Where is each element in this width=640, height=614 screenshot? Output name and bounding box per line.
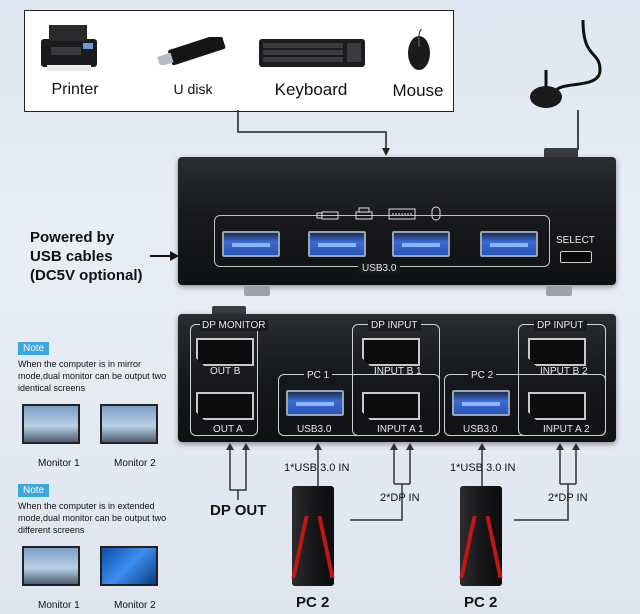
dp-out-label: DP OUT <box>210 502 267 519</box>
dp-port-input-a2[interactable] <box>528 392 586 420</box>
note-tag: Note <box>18 342 50 355</box>
power-note: Powered by USB cables (DC5V optional) <box>30 228 143 285</box>
device-label-keyboard: Keyboard <box>274 80 348 99</box>
usb30-label-pc1: USB3.0 <box>294 424 335 435</box>
usb-drive-icon <box>157 37 226 65</box>
pc1-label: PC 1 <box>304 370 333 381</box>
pc-label: PC 2 <box>296 594 330 611</box>
device-label-mouse: Mouse <box>392 81 444 100</box>
select-port[interactable] <box>560 251 592 263</box>
input-a2-label: INPUT A 2 <box>540 424 593 435</box>
monitor-image <box>22 546 80 586</box>
dp-port-input-a1[interactable] <box>362 392 420 420</box>
power-note-line: Powered by <box>30 229 115 246</box>
note-text: When the computer is in mirror mode,dual… <box>18 359 167 393</box>
kvm-back-panel: DP MONITOR OUT B OUT A PC 1 USB3.0 DP IN… <box>178 314 616 442</box>
device-label-udisk: U disk <box>173 81 213 97</box>
pc-tower <box>292 486 334 586</box>
device-label-printer: Printer <box>51 81 99 98</box>
usb-in-label-2: 1*USB 3.0 IN <box>450 462 516 474</box>
usb-port[interactable] <box>222 231 280 257</box>
mouse-icon <box>408 29 430 70</box>
usb-in-label-1: 1*USB 3.0 IN <box>284 462 350 474</box>
input-b2-label: INPUT B 2 <box>540 366 588 377</box>
dp-input-label: DP INPUT <box>534 320 587 331</box>
input-a1-label: INPUT A 1 <box>374 424 427 435</box>
monitor-label: Monitor 2 <box>114 458 156 469</box>
printer-icon <box>355 207 373 220</box>
mouse-icon <box>431 206 441 221</box>
usb-port[interactable] <box>480 231 538 257</box>
usb30-label: USB3.0 <box>358 263 401 274</box>
arrow-right-icon <box>150 251 179 261</box>
unit-foot <box>546 286 572 296</box>
pc-tower <box>460 486 502 586</box>
monitor-image <box>100 546 158 586</box>
keyboard-icon <box>259 39 365 67</box>
input-b1-label: INPUT B 1 <box>374 366 422 377</box>
usb30-label-pc2: USB3.0 <box>460 424 501 435</box>
printer-icon <box>41 25 97 71</box>
kvm-front-panel: USB3.0 SELECT <box>178 157 616 285</box>
monitor-image <box>22 404 80 444</box>
out-a-label: OUT A <box>210 424 246 435</box>
keyboard-icon <box>388 208 416 220</box>
dp-input-label: DP INPUT <box>368 320 421 331</box>
monitor-image <box>100 404 158 444</box>
dp-in-label-1: 2*DP IN <box>380 492 420 504</box>
unit-foot <box>244 286 270 296</box>
power-note-line: (DC5V optional) <box>30 267 143 284</box>
select-label: SELECT <box>556 235 595 246</box>
monitor-label: Monitor 1 <box>38 458 80 469</box>
peripheral-devices-box: Printer U disk Keyboard Mouse <box>24 10 454 112</box>
usb-port-pc2[interactable] <box>452 390 510 416</box>
monitor-label: Monitor 2 <box>114 600 156 611</box>
usb-port[interactable] <box>392 231 450 257</box>
dp-port-out-a[interactable] <box>196 392 254 420</box>
pc2-label: PC 2 <box>468 370 497 381</box>
usb-port[interactable] <box>308 231 366 257</box>
dp-port-input-b1[interactable] <box>362 338 420 366</box>
power-note-line: USB cables <box>30 248 113 265</box>
out-b-label: OUT B <box>210 366 241 377</box>
pc-label: PC 2 <box>464 594 498 611</box>
dp-monitor-label: DP MONITOR <box>200 320 268 331</box>
usb-drive-icon <box>316 211 339 220</box>
knob <box>544 148 578 158</box>
knob <box>212 306 246 316</box>
note-tag: Note <box>18 484 50 497</box>
dp-port-out-b[interactable] <box>196 338 254 366</box>
select-remote-button[interactable] <box>530 86 562 108</box>
note-text: When the computer is in extended mode,du… <box>18 501 167 535</box>
usb-port-pc1[interactable] <box>286 390 344 416</box>
dp-in-label-2: 2*DP IN <box>548 492 588 504</box>
monitor-label: Monitor 1 <box>38 600 80 611</box>
dp-port-input-b2[interactable] <box>528 338 586 366</box>
